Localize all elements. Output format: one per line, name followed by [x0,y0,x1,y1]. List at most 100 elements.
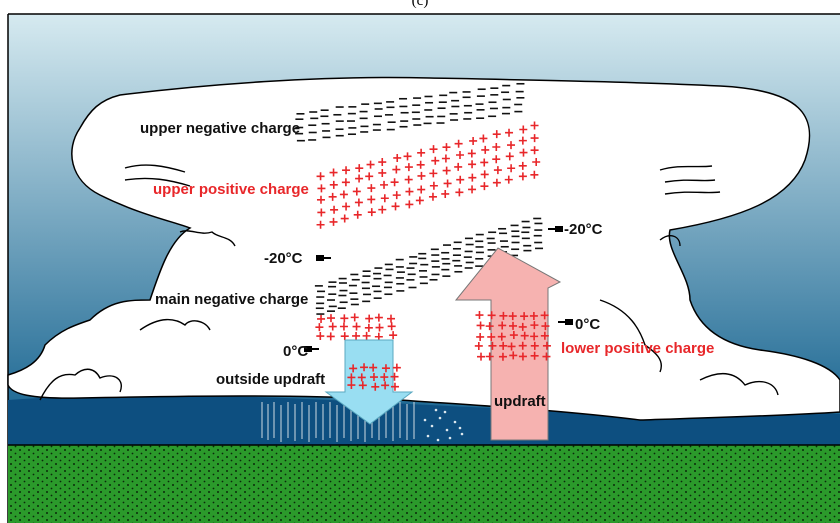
positive-charge-symbol [498,352,507,361]
positive-charge-symbol [442,143,451,152]
label-updraft: updraft [494,393,546,410]
positive-charge-symbol [429,169,438,178]
positive-charge-symbol [330,205,339,214]
positive-charge-symbol [340,314,349,323]
positive-charge-symbol [374,332,383,341]
main-region-positive-charges [315,313,398,341]
positive-charge-symbol [392,191,401,200]
positive-charge-symbol [468,185,477,194]
positive-charge-symbol [431,156,440,165]
positive-charge-symbol [378,158,387,167]
positive-charge-symbol [454,162,463,171]
upper-negative-charges [295,82,525,142]
positive-charge-symbol [475,311,484,320]
positive-charge-symbol [479,134,488,143]
ground [8,445,840,523]
positive-charge-symbol [381,364,390,373]
positive-charge-symbol [328,192,337,201]
positive-charge-symbol [389,331,398,340]
positive-charge-symbol [326,332,335,341]
positive-charge-symbol [405,187,414,196]
positive-charge-symbol [326,314,335,323]
positive-charge-symbol [393,153,402,162]
positive-charge-symbol [365,172,374,181]
positive-charge-symbol [365,314,374,323]
panel-letter: (c) [411,0,429,9]
positive-charge-symbol [392,363,401,372]
positive-charge-symbol [541,322,550,331]
positive-charge-symbol [487,332,496,341]
positive-charge-symbol [366,160,375,169]
positive-charge-symbol [505,128,514,137]
positive-charge-symbol [371,382,380,391]
positive-charge-symbol [477,352,486,361]
positive-charge-symbol [518,352,527,361]
label-upper-negative-charge: upper negative charge [140,120,300,137]
positive-charge-symbol [532,157,541,166]
positive-charge-symbol [429,181,438,190]
positive-charge-symbol [354,198,363,207]
pointer-marker-icon [548,226,563,232]
hail-dots [423,408,464,442]
positive-charge-symbol [519,148,528,157]
positive-charge-symbol [342,166,351,175]
positive-charge-symbol [530,341,539,350]
label-zero-left: 0°C [283,343,308,360]
positive-charge-symbol [352,322,361,331]
positive-charge-symbol [367,184,376,193]
positive-charge-symbol [507,342,516,351]
positive-charge-symbol [520,331,529,340]
positive-charge-symbol [474,341,483,350]
label-zero-right: 0°C [575,316,600,333]
positive-charge-symbol [380,194,389,203]
cloud-contour-lines [39,164,779,401]
positive-charge-symbol [476,321,485,330]
positive-charge-symbol [360,363,369,372]
positive-charge-symbol [493,166,502,175]
positive-charge-symbol [468,173,477,182]
pointer-marker-icon [558,319,573,325]
positive-charge-symbol [403,152,412,161]
positive-charge-symbol [352,331,361,340]
positive-charge-symbol [442,166,451,175]
positive-charge-symbol [492,130,501,139]
positive-charge-symbol [352,187,361,196]
positive-charge-symbol [530,332,539,341]
positive-charge-symbol [417,171,426,180]
positive-charge-symbol [492,155,501,164]
positive-charge-symbol [507,164,516,173]
positive-charge-symbol [530,134,539,143]
positive-charge-symbol [341,178,350,187]
positive-charge-symbol [530,121,539,130]
positive-charge-symbol [315,323,324,332]
lower-positive-charges [474,311,551,361]
positive-charge-symbol [488,341,497,350]
positive-charge-symbol [518,322,527,331]
positive-charge-symbol [542,352,551,361]
positive-charge-symbol [443,179,452,188]
positive-charge-symbol [467,149,476,158]
label-main-negative-charge: main negative charge [155,291,308,308]
positive-charge-symbol [339,190,348,199]
positive-charge-symbol [485,352,494,361]
positive-charge-symbol [519,125,528,134]
positive-charge-symbol [492,178,501,187]
positive-charge-symbol [504,175,513,184]
positive-charge-symbol [342,202,351,211]
positive-charge-symbol [340,214,349,223]
positive-charge-symbol [392,165,401,174]
rain-shafts [261,402,415,442]
positive-charge-symbol [349,364,358,373]
positive-charge-symbol [480,170,489,179]
positive-charge-symbol [316,332,325,341]
positive-charge-symbol [387,314,396,323]
downdraft-arrow-icon [324,339,414,425]
positive-charge-symbol [518,136,527,145]
positive-charge-symbol [369,363,378,372]
positive-charge-symbol [497,332,506,341]
positive-charge-symbol [358,381,367,390]
label-upper-positive-charge: upper positive charge [153,181,309,198]
positive-charge-symbol [487,311,496,320]
positive-charge-symbol [429,145,438,154]
